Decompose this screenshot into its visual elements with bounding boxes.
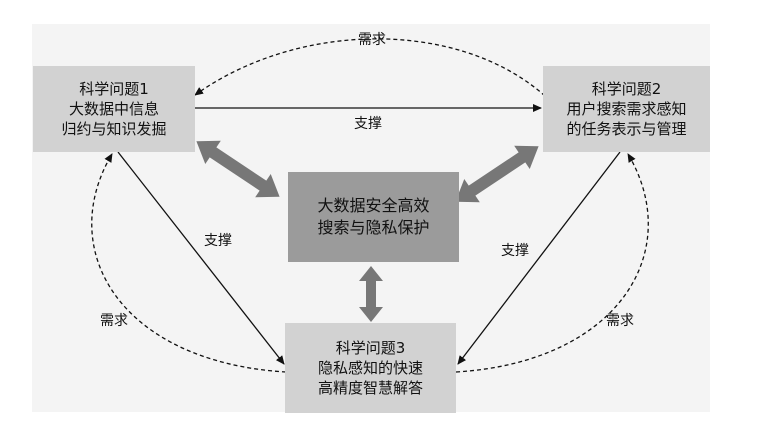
problem1-box: 科学问题1 大数据中信息 归约与知识发掘 — [33, 66, 195, 152]
right-support-arrow — [457, 151, 621, 365]
core-line-2: 搜索与隐私保护 — [317, 218, 430, 237]
top-support-label: 支撑 — [354, 116, 382, 132]
thick-arrow-p2-core — [455, 145, 539, 203]
left-support-arrow — [117, 151, 285, 365]
right-need-label: 需求 — [606, 313, 634, 329]
left-need-label: 需求 — [100, 313, 128, 329]
thick-arrow-p1-core — [196, 140, 280, 198]
top-need-arrow — [194, 38, 546, 97]
right-need-arrow — [455, 153, 649, 373]
thick-arrow-core-p3 — [359, 266, 383, 322]
problem1-line-1: 科学问题1 — [79, 80, 149, 98]
problem2-line-2: 用户搜索需求感知 — [566, 100, 687, 118]
problem3-box: 科学问题3 隐私感知的快速 高精度智慧解答 — [285, 323, 456, 413]
right-support-label: 支撑 — [501, 243, 529, 259]
problem1-line-2: 大数据中信息 — [68, 100, 159, 118]
problem3-line-3: 高精度智慧解答 — [317, 379, 423, 397]
problem2-line-3: 的任务表示与管理 — [566, 120, 687, 138]
problem2-box: 科学问题2 用户搜索需求感知 的任务表示与管理 — [543, 66, 710, 152]
top-need-label: 需求 — [358, 32, 386, 48]
left-support-label: 支撑 — [204, 233, 232, 249]
core-topic-box: 大数据安全高效 搜索与隐私保护 — [288, 172, 459, 262]
problem1-line-3: 归约与知识发掘 — [61, 120, 167, 138]
core-line-1: 大数据安全高效 — [317, 196, 430, 215]
problem3-line-2: 隐私感知的快速 — [317, 359, 423, 377]
problem2-line-1: 科学问题2 — [591, 80, 662, 98]
problem3-line-1: 科学问题3 — [335, 339, 406, 357]
